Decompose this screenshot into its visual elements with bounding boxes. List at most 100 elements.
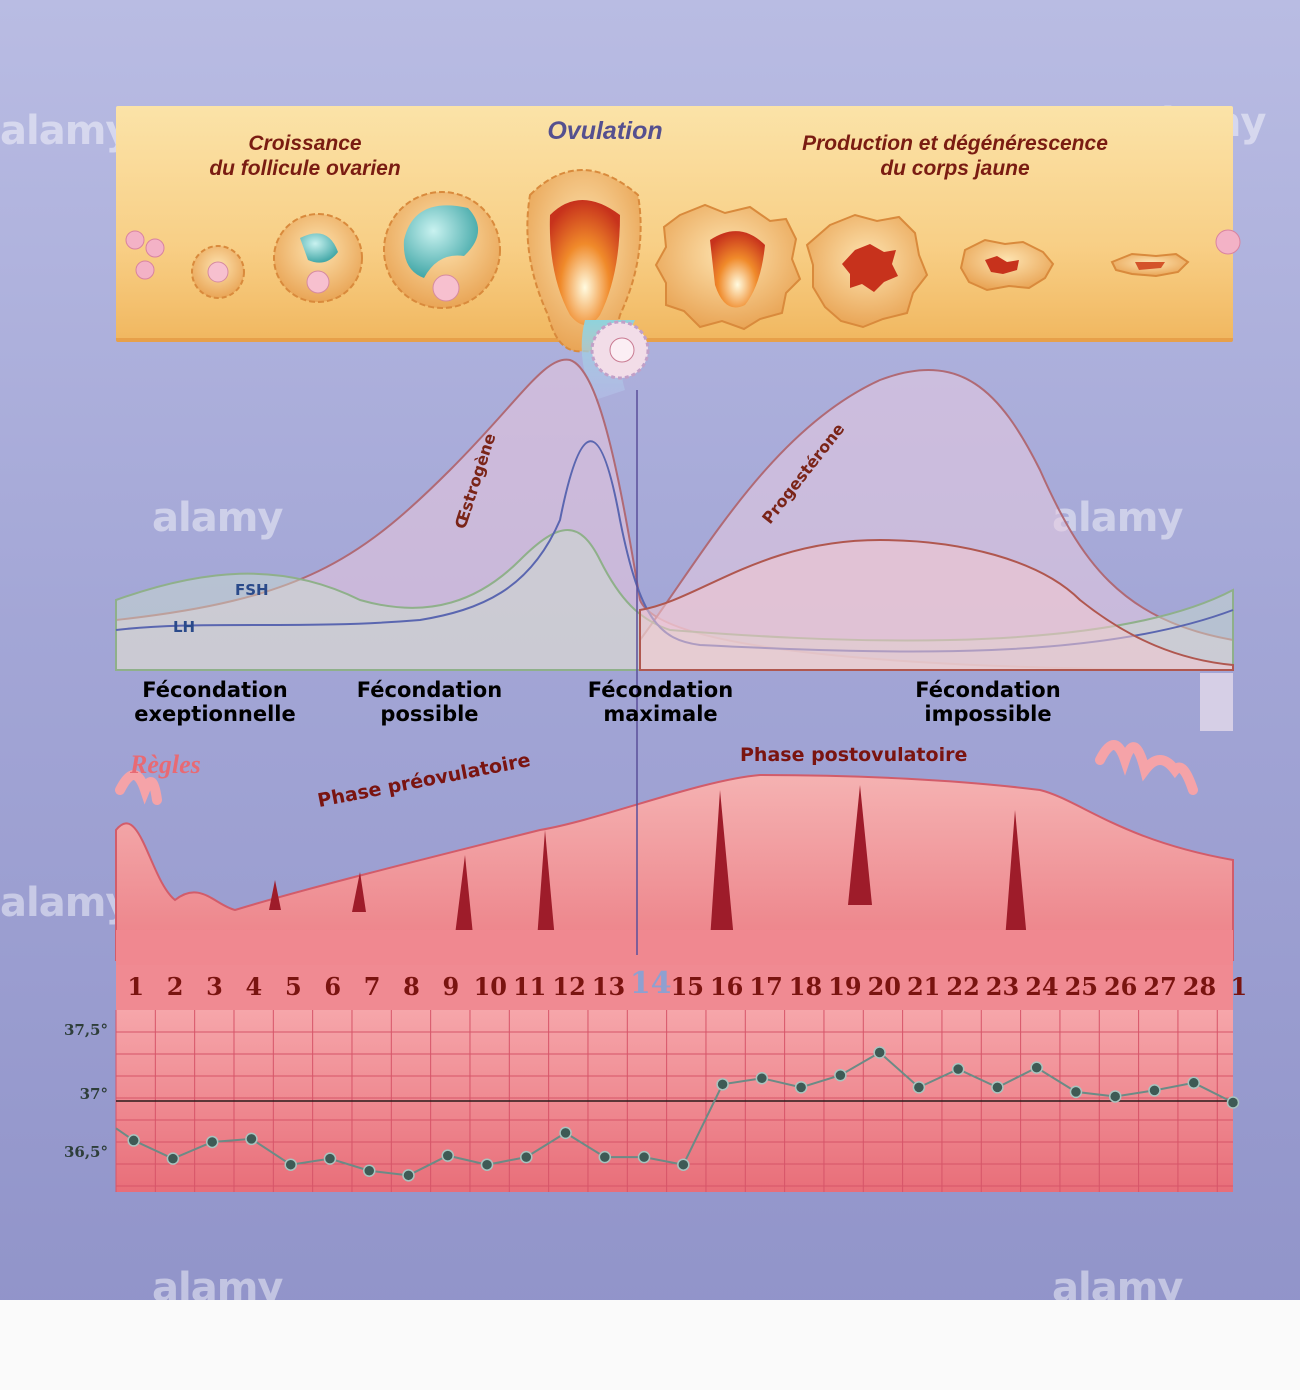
temperature-point (991, 1081, 1004, 1094)
temperature-point (677, 1158, 690, 1171)
day-number: 14 (629, 966, 672, 1001)
progesterone-inner-curve (639, 538, 1234, 671)
temperature-chart (115, 1010, 1240, 1192)
fec-imp-line1: Fécondation (915, 678, 1061, 702)
endometrium (115, 740, 1234, 961)
day-number: 28 (1182, 972, 1217, 1001)
follicle-title-line-2: du follicule ovarien (209, 157, 401, 180)
fec-pos-line1: Fécondation (356, 678, 503, 702)
temperature-point (284, 1158, 297, 1171)
temperature-point (480, 1158, 494, 1171)
day-number: 13 (591, 972, 626, 1001)
day-number: 20 (867, 972, 901, 1001)
day-number: 8 (403, 972, 420, 1001)
secondary-follicle (273, 213, 363, 303)
watermark: alamy (0, 880, 131, 926)
ovulation-title: Ovulation (547, 117, 663, 145)
temperature-point (755, 1072, 769, 1085)
day-number: 22 (946, 972, 980, 1001)
primary-follicle (191, 245, 245, 299)
temperature-points (127, 1046, 1240, 1182)
temperature-point (559, 1126, 572, 1140)
temperature-point (598, 1150, 612, 1164)
temperature-point (127, 1134, 140, 1147)
temperature-point (951, 1062, 965, 1076)
temperature-point (637, 1150, 651, 1164)
temperature-point (245, 1132, 258, 1146)
watermark: alamy (1052, 495, 1183, 541)
corpus-luteum-early (654, 203, 802, 331)
fec-pos-line2: possible (380, 702, 479, 726)
temperature-line (115, 1051, 1234, 1177)
day-number: 19 (828, 972, 862, 1001)
hormone-curves (115, 358, 1234, 671)
corpus-luteum-regressing (959, 238, 1055, 292)
fec-exc-line1: Fécondation (142, 678, 288, 702)
corpus-luteum-mature (805, 213, 929, 329)
watermark: alamy (0, 108, 131, 154)
fec-exc-line2: exeptionnelle (134, 702, 296, 726)
temperature-point (166, 1152, 180, 1165)
phase-postovulatoire-label: Phase postovulatoire (740, 744, 968, 766)
day-number: 3 (206, 972, 223, 1001)
day-number: 5 (284, 972, 302, 1001)
temp-label-36-5: 36,5° (63, 1143, 108, 1161)
follicle-title-line-1: Croissance (248, 132, 362, 155)
endometrium-base (116, 930, 1233, 970)
fec-imp-line2: impossible (924, 702, 1052, 726)
temperature-point (834, 1068, 847, 1082)
day-number: 2 (166, 972, 184, 1001)
temperature-point (1030, 1061, 1043, 1074)
day-number: 27 (1143, 972, 1177, 1001)
next-follicle (1215, 229, 1241, 255)
corpus-title-line-1: Production et dégénérescence (802, 132, 1108, 155)
day-number: 6 (324, 972, 342, 1001)
temp-label-37-5: 37,5° (63, 1021, 108, 1039)
fec-max-line2: maximale (603, 702, 718, 726)
temperature-point (520, 1150, 533, 1164)
day-number: 7 (363, 972, 381, 1001)
temperature-point (1148, 1084, 1161, 1097)
regles-label: Règles (130, 750, 201, 779)
temperature-point (873, 1046, 886, 1059)
day-number: 10 (473, 972, 507, 1001)
temperature-point (205, 1135, 219, 1149)
follicle-growth-title: Croissance du follicule ovarien (175, 131, 435, 181)
day-number: 9 (442, 972, 460, 1001)
corpus-albicans (1110, 252, 1190, 278)
temperature-point (441, 1149, 455, 1162)
temperature-point (402, 1169, 415, 1182)
released-oocyte (590, 320, 650, 380)
temperature-point (1187, 1076, 1200, 1090)
day-number: 26 (1103, 972, 1138, 1001)
day-number: 24 (1025, 972, 1059, 1001)
rupturing-follicle (526, 169, 642, 353)
temp-label-37: 37° (79, 1085, 108, 1103)
day-number: 23 (985, 972, 1020, 1001)
day-number: 16 (709, 972, 744, 1001)
watermark: alamy (152, 495, 283, 541)
temperature-point (1108, 1090, 1122, 1103)
day-number: 15 (670, 972, 704, 1001)
fec-max-line1: Fécondation (587, 678, 734, 702)
day-number: 25 (1064, 972, 1098, 1001)
temperature-point (1069, 1085, 1083, 1099)
day-number: 4 (245, 972, 263, 1001)
day-number: 18 (788, 972, 823, 1001)
day-number: 1 (1230, 972, 1248, 1001)
day-number: 11 (512, 972, 547, 1001)
antral-follicle (383, 191, 501, 309)
temperature-point (794, 1081, 808, 1094)
temperature-point (1226, 1096, 1240, 1109)
corpus-luteum-title: Production et dégénérescence du corps ja… (740, 131, 1170, 181)
day-number: 17 (749, 972, 783, 1001)
primordial-follicles (125, 230, 165, 280)
temperature-point (362, 1164, 376, 1178)
day-number: 1 (127, 972, 145, 1001)
temperature-point (912, 1081, 926, 1094)
lh-label: LH (173, 618, 195, 636)
